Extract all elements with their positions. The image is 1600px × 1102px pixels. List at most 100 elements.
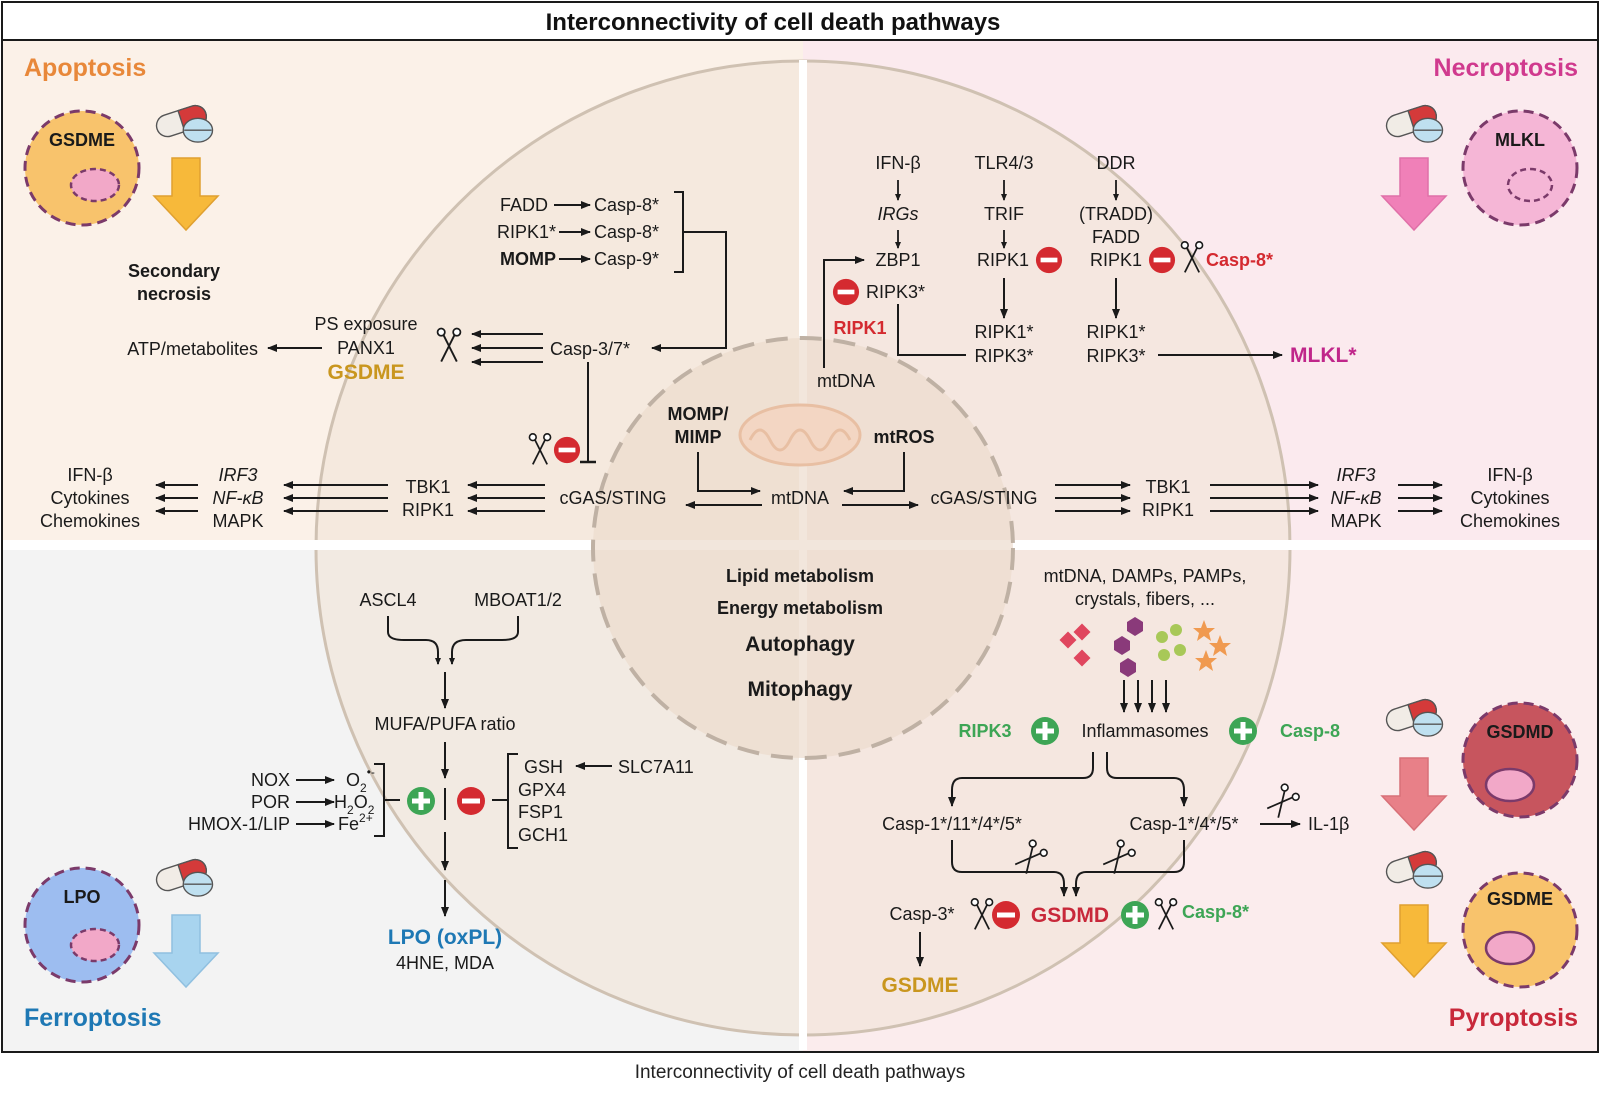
casp8-label: Casp-8* <box>594 195 659 215</box>
autophagy-label: Autophagy <box>745 633 855 656</box>
lipid-metabolism-label: Lipid metabolism <box>726 566 874 586</box>
svg-text:LPO: LPO <box>63 887 100 907</box>
down-arrow-icon <box>152 914 220 989</box>
zbp1-label: ZBP1 <box>875 250 920 270</box>
mboat-label: MBOAT1/2 <box>474 590 562 610</box>
ripk1-right-label: RIPK1 <box>1142 500 1194 520</box>
momp-mimp-label: MOMP/ <box>668 404 729 424</box>
figure-caption: Interconnectivity of cell death pathways <box>634 1062 966 1083</box>
inhibit-icon <box>992 901 1020 929</box>
ripk1-red-label: RIPK1 <box>833 318 886 338</box>
tbk1-right-label: TBK1 <box>1145 477 1190 497</box>
fadd-label: FADD <box>500 195 548 215</box>
ifnb-right-label: IFN-β <box>1487 465 1532 485</box>
mapk-right-label: MAPK <box>1330 511 1381 531</box>
ferroptosis-label: Ferroptosis <box>24 1004 162 1032</box>
ifnb-label: IFN-β <box>875 153 920 173</box>
ascl4-label: ASCL4 <box>359 590 416 610</box>
ripk3-active-label: RIPK3* <box>974 346 1033 366</box>
ripk1-active-label: RIPK1* <box>1086 322 1145 342</box>
down-arrow-icon <box>1380 157 1448 232</box>
down-arrow-icon <box>1380 757 1448 832</box>
ripk3-green-label: RIPK3 <box>958 721 1011 741</box>
gch1-label: GCH1 <box>518 825 568 845</box>
nox-label: NOX <box>251 770 290 790</box>
por-label: POR <box>251 792 290 812</box>
mtdna-center-label: mtDNA <box>771 488 829 508</box>
casp9-label: Casp-9* <box>594 249 659 269</box>
gsdme-label: GSDME <box>327 361 404 384</box>
ripk1-active-label: RIPK1* <box>497 222 556 242</box>
gsh-label: GSH <box>524 757 563 777</box>
inhibit-icon <box>457 787 485 815</box>
casp3-7-label: Casp-3/7* <box>550 339 630 359</box>
iron-label: Fe2+ <box>338 811 373 834</box>
necroptosis-cell: MLKL <box>1461 109 1579 227</box>
mitochondrion-icon <box>738 403 862 467</box>
inner-dashed-circle <box>591 336 1015 760</box>
mapk-left-label: MAPK <box>212 511 263 531</box>
mlkl-active-label: MLKL* <box>1290 344 1357 367</box>
svg-text:MLKL: MLKL <box>1495 130 1545 150</box>
momp-label: MOMP <box>500 249 556 269</box>
ripk1-active-label: RIPK1* <box>974 322 1033 342</box>
tradd-label: (TRADD) <box>1079 204 1153 224</box>
mitophagy-label: Mitophagy <box>748 678 853 701</box>
fsp1-label: FSP1 <box>518 802 563 822</box>
casp1-11-4-5-label: Casp-1*/11*/4*/5* <box>882 814 1022 834</box>
trif-label: TRIF <box>984 204 1024 224</box>
ps-exposure-label: PS exposure <box>314 314 417 334</box>
casp8-active-green-label: Casp-8* <box>1182 902 1249 922</box>
svg-text:GSDME: GSDME <box>1487 889 1553 909</box>
lpo-oxpl-label: LPO (oxPL) <box>388 926 502 949</box>
nfkb-right-label: NF-κB <box>1331 488 1382 508</box>
activate-icon <box>1121 901 1149 929</box>
ferroptosis-cell: LPO <box>23 866 141 984</box>
activate-icon <box>1031 717 1059 745</box>
apoptosis-label: Apoptosis <box>24 54 146 82</box>
gpx4-label: GPX4 <box>518 780 566 800</box>
chemokines-right-label: Chemokines <box>1460 511 1560 531</box>
damps-label: mtDNA, DAMPs, PAMPs, <box>1044 566 1247 586</box>
down-arrow-icon <box>152 157 220 232</box>
inhibit-icon <box>553 436 581 464</box>
atp-metabolites-label: ATP/metabolites <box>127 339 258 359</box>
nfkb-left-label: NF-κB <box>213 488 264 508</box>
ripk3-active-label: RIPK3* <box>1086 346 1145 366</box>
gsdmd-label: GSDMD <box>1031 904 1109 927</box>
cgas-sting-right-label: cGAS/STING <box>930 488 1037 508</box>
irf3-left-label: IRF3 <box>218 465 257 485</box>
tlr-label: TLR4/3 <box>974 153 1033 173</box>
il1b-label: IL-1β <box>1308 814 1349 834</box>
hmox-lip-label: HMOX-1/LIP <box>188 814 290 834</box>
slc7a11-label: SLC7A11 <box>618 757 694 777</box>
casp8-green-label: Casp-8 <box>1280 721 1340 741</box>
irf3-right-label: IRF3 <box>1336 465 1375 485</box>
activate-icon <box>1229 717 1257 745</box>
ripk1-trif-label: RIPK1 <box>977 250 1029 270</box>
down-arrow-icon <box>1380 904 1448 979</box>
inhibit-icon <box>1148 246 1176 274</box>
casp8-label: Casp-8* <box>594 222 659 242</box>
superoxide-label: O2•- <box>346 765 375 795</box>
irgs-label: IRGs <box>877 204 918 224</box>
ripk3-active-label: RIPK3* <box>866 282 925 302</box>
casp1-4-5-label: Casp-1*/4*/5* <box>1129 814 1238 834</box>
pyroptosis-cell-gsdmd: GSDMD <box>1461 701 1579 819</box>
casp8-necroptosis-label: Casp-8* <box>1206 250 1273 270</box>
mufa-pufa-label: MUFA/PUFA ratio <box>374 714 515 734</box>
chemokines-left-label: Chemokines <box>40 511 140 531</box>
cytokines-left-label: Cytokines <box>50 488 129 508</box>
ifnb-left-label: IFN-β <box>67 465 112 485</box>
danger-particles-icon <box>1059 617 1231 677</box>
tbk1-left-label: TBK1 <box>405 477 450 497</box>
casp3-pyroptosis-label: Casp-3* <box>889 904 954 924</box>
activate-icon <box>407 787 435 815</box>
4hne-mda-label: 4HNE, MDA <box>396 953 494 973</box>
svg-text:GSDME: GSDME <box>49 130 115 150</box>
fadd-necroptosis-label: FADD <box>1092 227 1140 247</box>
pyroptosis-label: Pyroptosis <box>1449 1004 1578 1032</box>
diagram-title: Interconnectivity of cell death pathways <box>546 9 1001 36</box>
necroptosis-label: Necroptosis <box>1434 54 1578 82</box>
